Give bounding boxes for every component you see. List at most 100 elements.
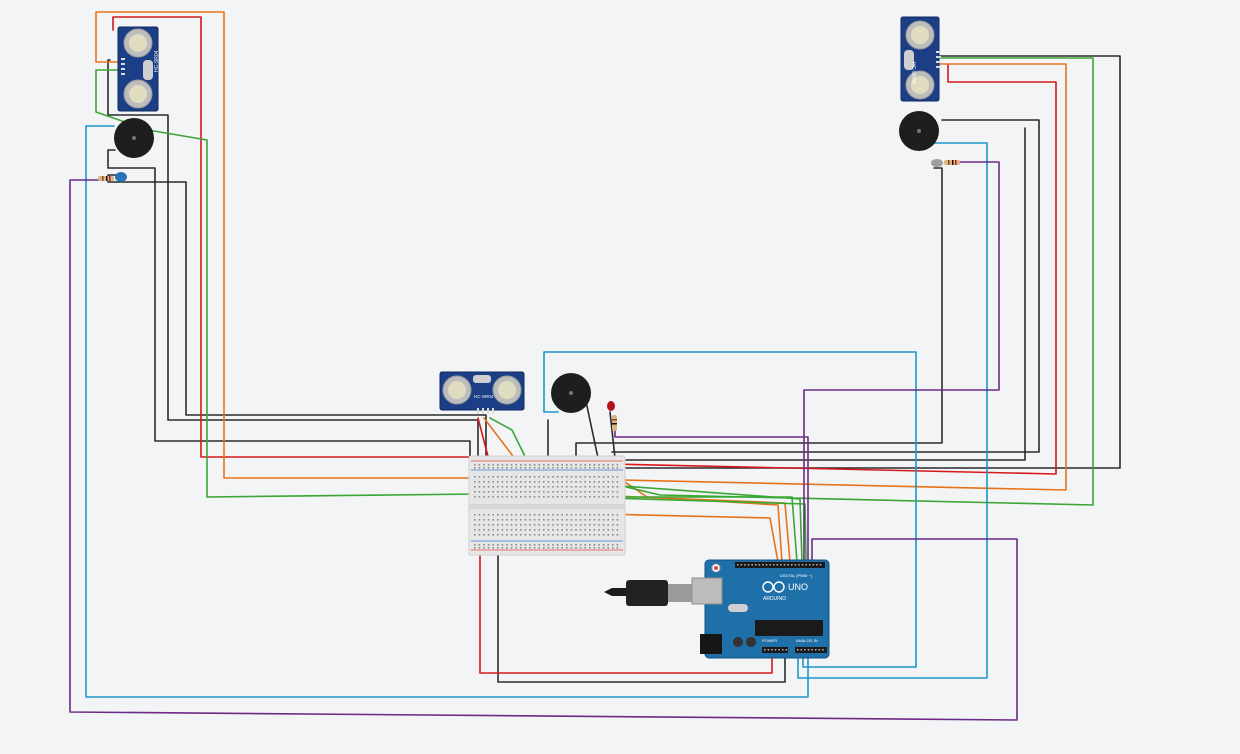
breadboard-hole[interactable] — [589, 534, 591, 536]
breadboard-hole[interactable] — [510, 496, 513, 498]
header-pin[interactable] — [801, 564, 804, 566]
breadboard-hole[interactable] — [478, 464, 481, 466]
breadboard-hole[interactable] — [607, 496, 609, 498]
breadboard-hole[interactable] — [616, 547, 619, 549]
breadboard-hole[interactable] — [570, 481, 573, 483]
breadboard-hole[interactable] — [612, 529, 614, 531]
breadboard-hole[interactable] — [515, 476, 517, 478]
breadboard-hole[interactable] — [520, 496, 522, 498]
breadboard-hole[interactable] — [474, 464, 476, 466]
header-pin[interactable] — [767, 649, 770, 651]
breadboard-hole[interactable] — [602, 534, 605, 536]
wire-black[interactable] — [611, 127, 1026, 461]
breadboard-hole[interactable] — [579, 491, 582, 493]
breadboard-hole[interactable] — [497, 534, 499, 536]
breadboard-hole[interactable] — [593, 486, 596, 488]
breadboard-hole[interactable] — [598, 491, 600, 493]
breadboard-hole[interactable] — [552, 544, 554, 546]
breadboard-hole[interactable] — [566, 491, 568, 493]
breadboard-hole[interactable] — [616, 467, 619, 469]
breadboard-hole[interactable] — [547, 524, 550, 526]
breadboard-hole[interactable] — [520, 514, 522, 516]
breadboard-hole[interactable] — [556, 544, 559, 546]
breadboard-hole[interactable] — [607, 524, 609, 526]
breadboard-hole[interactable] — [524, 519, 527, 521]
led-left-blue[interactable] — [98, 172, 127, 182]
breadboard-hole[interactable] — [579, 486, 582, 488]
breadboard-hole[interactable] — [566, 547, 568, 549]
breadboard-hole[interactable] — [575, 467, 577, 469]
breadboard-hole[interactable] — [552, 464, 554, 466]
wire-blue[interactable] — [543, 351, 917, 668]
breadboard-hole[interactable] — [612, 491, 614, 493]
breadboard-hole[interactable] — [556, 486, 559, 488]
breadboard-hole[interactable] — [561, 514, 563, 516]
breadboard-hole[interactable] — [552, 486, 554, 488]
breadboard-hole[interactable] — [538, 496, 540, 498]
breadboard-hole[interactable] — [547, 464, 550, 466]
breadboard-hole[interactable] — [520, 476, 522, 478]
breadboard-hole[interactable] — [556, 514, 559, 516]
breadboard-hole[interactable] — [538, 491, 540, 493]
breadboard-hole[interactable] — [533, 464, 536, 466]
breadboard-hole[interactable] — [584, 547, 586, 549]
breadboard-hole[interactable] — [561, 491, 563, 493]
breadboard-hole[interactable] — [598, 529, 600, 531]
breadboard-hole[interactable] — [561, 519, 563, 521]
breadboard-hole[interactable] — [552, 467, 554, 469]
breadboard-hole[interactable] — [533, 496, 536, 498]
breadboard-hole[interactable] — [497, 547, 499, 549]
breadboard-hole[interactable] — [487, 547, 490, 549]
header-pin[interactable] — [755, 564, 757, 566]
breadboard-hole[interactable] — [520, 481, 522, 483]
breadboard-hole[interactable] — [483, 496, 485, 498]
breadboard-hole[interactable] — [538, 464, 540, 466]
breadboard-hole[interactable] — [497, 529, 499, 531]
breadboard-hole[interactable] — [593, 547, 596, 549]
header-pin[interactable] — [818, 649, 821, 651]
breadboard-hole[interactable] — [584, 491, 586, 493]
breadboard-hole[interactable] — [529, 486, 531, 488]
breadboard-hole[interactable] — [607, 464, 609, 466]
breadboard-hole[interactable] — [566, 486, 568, 488]
breadboard-hole[interactable] — [506, 547, 508, 549]
breadboard-hole[interactable] — [478, 476, 481, 478]
breadboard-hole[interactable] — [483, 486, 485, 488]
breadboard-hole[interactable] — [515, 496, 517, 498]
breadboard-hole[interactable] — [501, 544, 504, 546]
breadboard-hole[interactable] — [612, 496, 614, 498]
header-pin[interactable] — [797, 649, 799, 651]
breadboard-hole[interactable] — [497, 514, 499, 516]
wire-purple[interactable] — [803, 161, 1000, 563]
breadboard-hole[interactable] — [533, 544, 536, 546]
breadboard-hole[interactable] — [612, 547, 614, 549]
breadboard-hole[interactable] — [552, 514, 554, 516]
breadboard-hole[interactable] — [598, 534, 600, 536]
breadboard-hole[interactable] — [616, 519, 619, 521]
breadboard-hole[interactable] — [520, 544, 522, 546]
breadboard-hole[interactable] — [474, 529, 476, 531]
breadboard-hole[interactable] — [543, 529, 545, 531]
breadboard-hole[interactable] — [561, 464, 563, 466]
breadboard-hole[interactable] — [570, 476, 573, 478]
breadboard-hole[interactable] — [543, 547, 545, 549]
buzzer-center[interactable] — [551, 373, 591, 413]
breadboard-hole[interactable] — [593, 544, 596, 546]
header-pin[interactable] — [747, 564, 750, 566]
breadboard-hole[interactable] — [593, 491, 596, 493]
breadboard-hole[interactable] — [616, 476, 619, 478]
breadboard-hole[interactable] — [598, 524, 600, 526]
breadboard-hole[interactable] — [506, 467, 508, 469]
breadboard-hole[interactable] — [602, 496, 605, 498]
header-pin[interactable] — [809, 564, 811, 566]
breadboard-hole[interactable] — [612, 544, 614, 546]
breadboard-hole[interactable] — [570, 544, 573, 546]
wire-orange[interactable] — [95, 11, 779, 563]
breadboard-hole[interactable] — [602, 464, 605, 466]
breadboard-hole[interactable] — [515, 529, 517, 531]
header-pin[interactable] — [787, 564, 789, 566]
breadboard-hole[interactable] — [543, 491, 545, 493]
breadboard-hole[interactable] — [561, 547, 563, 549]
breadboard-hole[interactable] — [515, 467, 517, 469]
breadboard-hole[interactable] — [570, 491, 573, 493]
